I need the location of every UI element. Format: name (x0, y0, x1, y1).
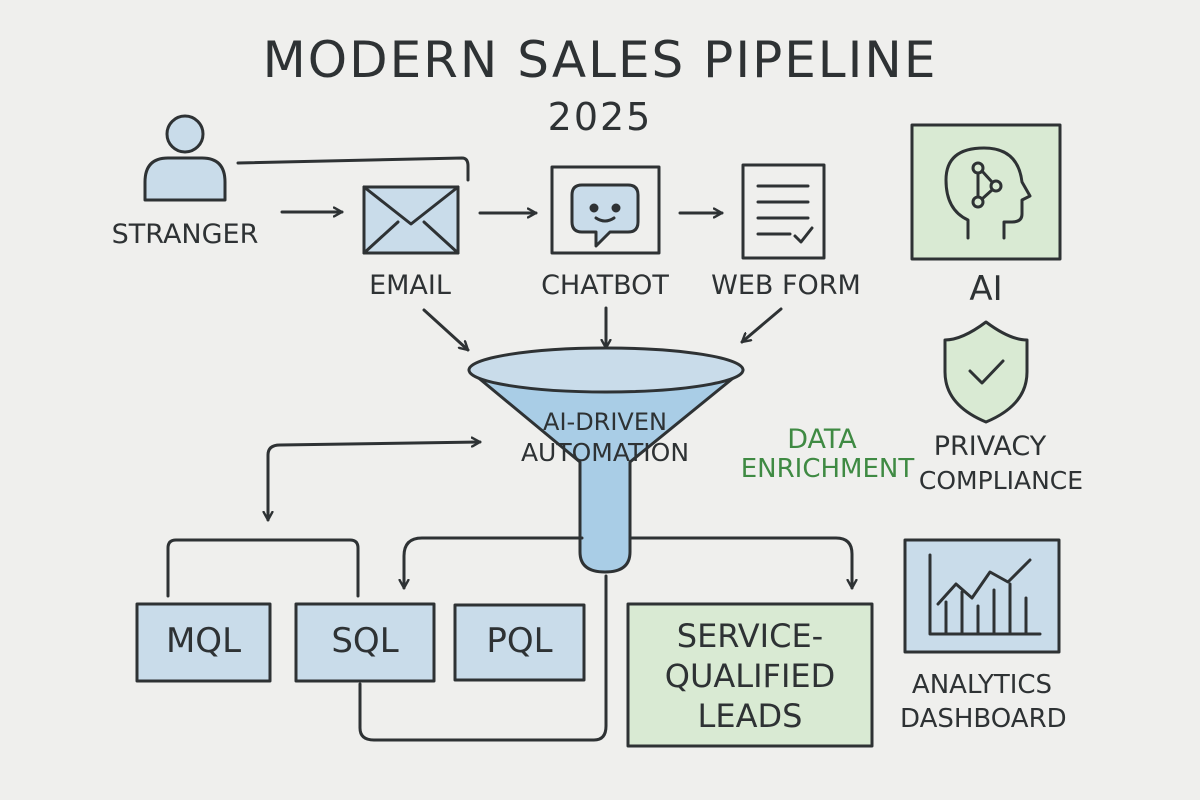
person-icon (143, 114, 227, 202)
stranger-label: STRANGER (111, 219, 259, 250)
pql-label: PQL (486, 621, 553, 661)
data-enrichment-line2: ENRICHMENT (740, 454, 915, 484)
arrow-funnel-sql (404, 536, 584, 590)
sql-box (294, 602, 436, 683)
arrow-funnel-mql-loop (268, 442, 482, 522)
analytics-label-line1: ANALYTICS (911, 670, 1053, 700)
funnel-label-line2: AUTOMATION (520, 438, 690, 467)
web-form-label: WEB FORM (711, 270, 861, 301)
arrow-email-funnel (422, 308, 470, 352)
ai-head-icon (910, 123, 1062, 261)
diagram-title: MODERN SALES PIPELINE (262, 31, 938, 89)
mql-label: MQL (165, 621, 242, 661)
analytics-chart-icon (903, 538, 1061, 654)
connector-stranger-top (236, 156, 470, 182)
analytics-label-line2: DASHBOARD (900, 704, 1067, 734)
shield-icon (943, 320, 1029, 424)
data-enrichment-line1: DATA (787, 424, 857, 455)
privacy-label-line1: PRIVACY (933, 431, 1047, 462)
service-qualified-line2: QUALIFIED (664, 657, 836, 695)
chatbot-icon (550, 165, 661, 255)
arrow-webform-funnel (740, 307, 783, 344)
mql-box (135, 602, 272, 683)
diagram-year: 2025 (547, 95, 653, 139)
arrow-funnel-service (628, 536, 852, 590)
pql-box (453, 603, 586, 682)
service-qualified-box (626, 602, 874, 748)
sql-label: SQL (331, 621, 399, 661)
chatbot-label: CHATBOT (541, 270, 669, 301)
connector-sql-funnel-loop (358, 574, 608, 742)
funnel-label-line1: AI-DRIVEN (543, 408, 667, 436)
ai-label: AI (969, 269, 1003, 309)
envelope-icon (362, 185, 460, 255)
privacy-label-line2: COMPLIANCE (918, 466, 1084, 495)
bracket-mql-sql (166, 538, 360, 598)
web-form-icon (741, 163, 826, 260)
email-label: EMAIL (369, 270, 451, 301)
funnel-icon (467, 346, 745, 574)
service-qualified-line3: LEADS (697, 697, 803, 735)
service-qualified-line1: SERVICE- (676, 617, 824, 655)
